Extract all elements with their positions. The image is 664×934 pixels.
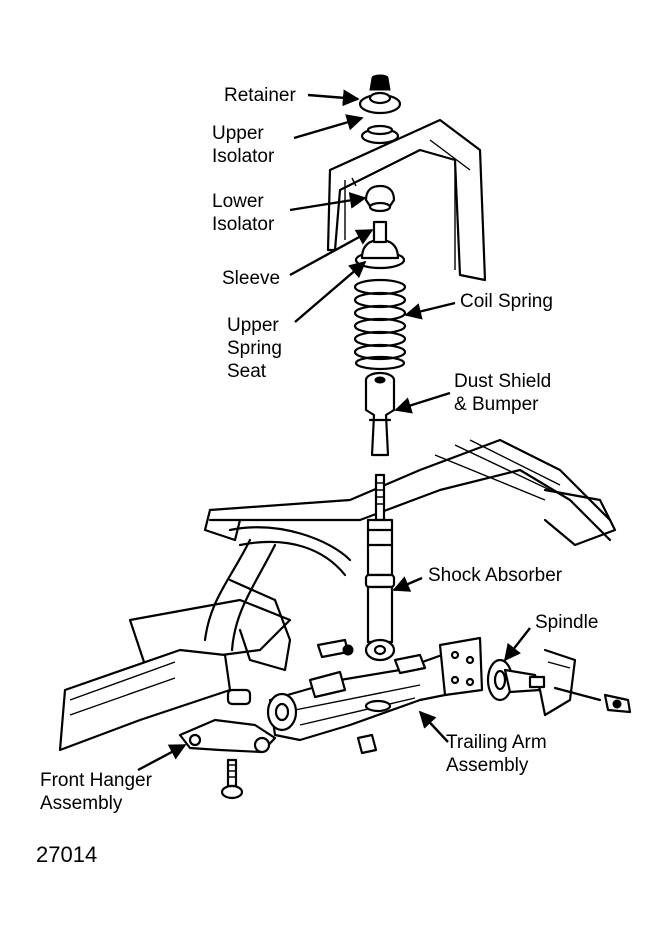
upper-spring-seat-arrow [294,260,367,323]
label-trailing-arm-line2: Assembly [446,755,529,776]
sleeve-arrow [289,228,374,277]
label-sleeve: Sleeve [222,268,281,289]
figure-number: 27014 [36,842,98,867]
trailing-arm-arrow [418,710,449,743]
leader-lines [137,89,531,772]
label-front-hanger-line1: Front Hanger [40,770,152,791]
label-upper-spring-seat-line2: Spring [227,338,282,359]
label-front-hanger-line2: Assembly [40,793,123,814]
spindle-arrow [503,627,531,662]
lower-isolator-arrow [289,192,367,212]
dust-shield-arrow [394,391,451,414]
front-hanger-arrow [137,743,187,772]
label-dust-shield-line1: Dust Shield [454,371,552,392]
upper-isolator [360,124,400,145]
shock-absorber [364,473,396,662]
trailing-arm [266,636,484,755]
upper-spring-seat [354,220,406,270]
label-coil-spring: Coil Spring [460,291,553,312]
label-upper-spring-seat-line3: Seat [227,361,267,382]
dust-shield-bumper [364,371,396,457]
label-upper-isolator-line1: Upper [212,123,264,144]
label-shock-absorber: Shock Absorber [428,565,563,586]
label-upper-spring-seat-line1: Upper [227,315,279,336]
label-retainer: Retainer [224,85,296,106]
shock-absorber-arrow [392,576,423,592]
label-spindle: Spindle [535,612,599,633]
label-lower-isolator-line1: Lower [212,191,264,212]
coil-spring-arrow [404,301,456,320]
upper-isolator-arrow [293,114,364,140]
chassis-frame [128,438,617,672]
spindle [486,648,632,717]
retainer-arrow [307,89,360,107]
label-dust-shield-line2: & Bumper [454,394,539,415]
label-trailing-arm-line1: Trailing Arm [446,732,547,753]
retainer [358,74,402,115]
front-hanger-bracket [58,648,277,800]
label-upper-isolator-line2: Isolator [212,146,275,167]
label-lower-isolator-line2: Isolator [212,214,275,235]
lower-isolator [364,184,396,213]
coil-spring [353,278,407,371]
